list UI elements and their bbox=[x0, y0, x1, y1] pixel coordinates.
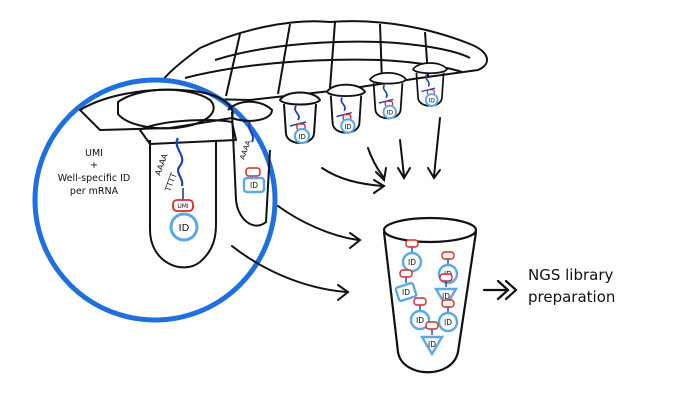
pooled-bead-umi bbox=[405, 239, 419, 248]
pooled-bead-shape bbox=[419, 335, 445, 357]
small-wells: ID ID ID ID bbox=[278, 62, 449, 145]
ngs-label-line2: preparation bbox=[528, 288, 615, 306]
pooled-bead-id-label: ID bbox=[402, 288, 410, 297]
small-well-rim bbox=[411, 62, 449, 75]
umi-tag-big bbox=[172, 199, 194, 212]
plate-grid-col-3 bbox=[329, 21, 336, 89]
mrna-strand-big bbox=[175, 137, 184, 187]
pooled-bead-shape bbox=[394, 281, 418, 303]
id-bead-big-label: ID bbox=[179, 223, 190, 234]
small-well-id-bead bbox=[424, 93, 439, 107]
side-well-body bbox=[231, 111, 271, 227]
big-well-body bbox=[149, 140, 217, 269]
pooled-bead-6: ID bbox=[437, 299, 459, 333]
arrow-from-row-1 bbox=[321, 167, 383, 187]
id-tag-side bbox=[242, 176, 266, 194]
arrow-from-lens-2 bbox=[231, 245, 347, 293]
small-well-id-bead bbox=[382, 104, 398, 120]
pooling-arrows bbox=[231, 117, 441, 301]
pooled-beads: IDIDIDIDIDIDID bbox=[394, 239, 459, 357]
ngs-arrow bbox=[482, 279, 518, 301]
small-well-rim bbox=[368, 71, 408, 85]
id-tag-side-label: ID bbox=[250, 181, 258, 190]
big-well bbox=[117, 88, 215, 130]
pooled-bead-umi bbox=[441, 299, 455, 308]
plate-grid-col-2 bbox=[277, 23, 291, 95]
umi-tag-side bbox=[245, 167, 261, 177]
small-well-rim bbox=[278, 91, 322, 106]
mrna-strand-side bbox=[248, 121, 254, 143]
pooled-bead-id-label: ID bbox=[442, 292, 450, 301]
pooled-bead-umi bbox=[439, 273, 453, 282]
pooled-bead-id-label: ID bbox=[408, 258, 416, 267]
small-well-mrna bbox=[382, 84, 388, 99]
magnifier-ring bbox=[32, 77, 278, 323]
umi-caption-plus: + bbox=[90, 160, 98, 171]
small-well-id-label: ID bbox=[386, 110, 393, 117]
pooled-bead-id-label: ID bbox=[428, 340, 436, 349]
umi-tag-big-label: UMI bbox=[177, 203, 189, 210]
small-well-rim bbox=[325, 83, 367, 98]
small-well-id-bead bbox=[293, 127, 311, 145]
plate-grid-col-1 bbox=[225, 33, 241, 97]
small-well-mrna bbox=[340, 97, 346, 112]
small-well-id-label: ID bbox=[298, 133, 305, 141]
lens-plate-edge bbox=[139, 119, 237, 145]
plate-grid-row-1 bbox=[214, 40, 471, 61]
pooled-tube-rim bbox=[382, 216, 478, 244]
pooled-bead-id-label: ID bbox=[416, 316, 424, 325]
pooled-bead-umi bbox=[425, 321, 439, 330]
ngs-label-line1: NGS library bbox=[528, 266, 614, 284]
small-well-id-label: ID bbox=[344, 123, 351, 131]
pooled-bead-1: ID bbox=[401, 239, 423, 273]
pooled-bead-shape bbox=[409, 309, 431, 331]
small-well-id-bead bbox=[340, 118, 356, 134]
side-well-top bbox=[227, 100, 273, 122]
small-well-1: ID bbox=[278, 91, 322, 145]
pooled-bead-3: ID bbox=[394, 269, 418, 303]
pooled-bead-shape bbox=[433, 287, 459, 309]
pooled-bead-id-label: ID bbox=[444, 318, 452, 327]
pooled-bead-umi bbox=[441, 251, 455, 260]
pooled-tube bbox=[382, 216, 478, 374]
id-bead-big bbox=[169, 212, 199, 242]
pooled-bead-5: ID bbox=[409, 297, 431, 331]
well-plate bbox=[156, 20, 488, 101]
arrow-from-row-3 bbox=[399, 139, 405, 177]
pooled-bead-4: ID bbox=[433, 273, 459, 309]
small-well-id-label: ID bbox=[429, 98, 436, 105]
pooled-bead-umi bbox=[413, 297, 427, 306]
magnifier: AAAA TTTT UMI ID AAAA ID UMI + Well-spec… bbox=[32, 77, 278, 323]
small-well-4: ID bbox=[411, 62, 449, 107]
small-well-mrna bbox=[425, 74, 430, 87]
arrow-from-row-4 bbox=[433, 117, 441, 177]
plate-grid-col-4 bbox=[379, 23, 383, 83]
arrow-from-row-2 bbox=[367, 147, 385, 179]
umi-caption-line3: per mRNA bbox=[70, 186, 119, 197]
small-well-2: ID bbox=[325, 83, 367, 134]
pooled-bead-shape bbox=[437, 311, 459, 333]
arrow-from-lens-1 bbox=[277, 205, 359, 241]
pooled-tube-body bbox=[382, 231, 478, 374]
umi-caption-line2: Well-specific ID bbox=[58, 173, 130, 184]
small-well-3: ID bbox=[368, 71, 408, 120]
pooled-bead-7: ID bbox=[419, 321, 445, 357]
small-well-mrna bbox=[294, 105, 300, 121]
umi-caption-line1: UMI bbox=[85, 148, 103, 159]
pooled-bead-umi bbox=[399, 269, 413, 278]
